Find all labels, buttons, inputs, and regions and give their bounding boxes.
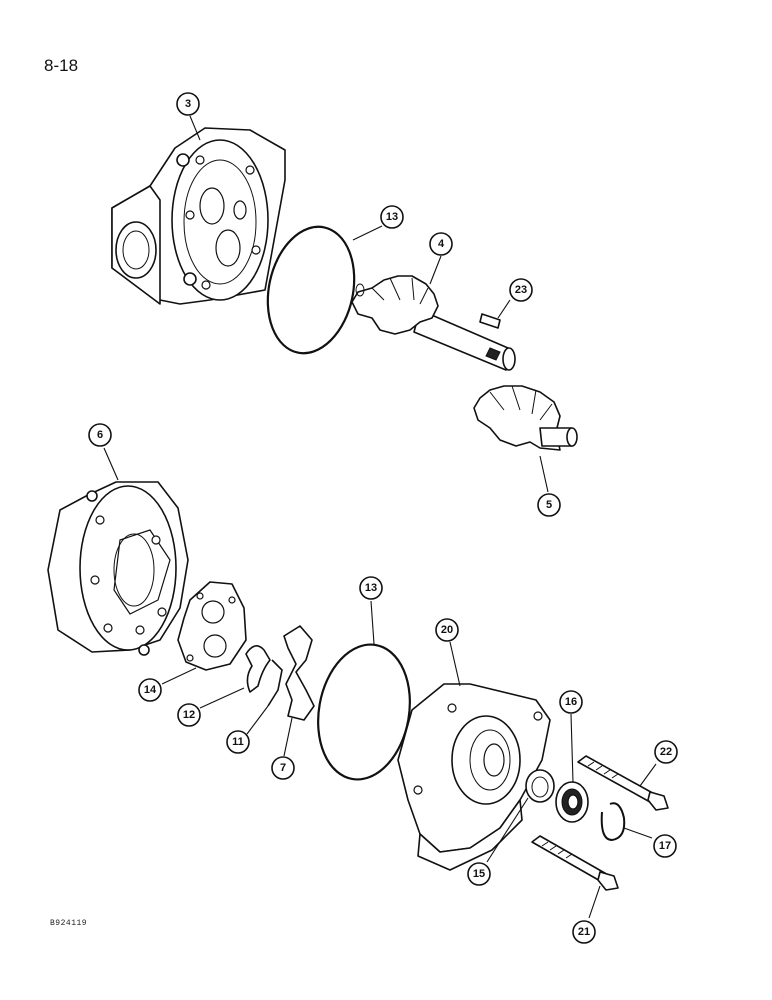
leader-lines [103,115,657,919]
callout-17: 17 [653,834,677,858]
svg-text:13: 13 [386,211,398,223]
callout-16: 16 [559,690,583,714]
o-ring-upper-part [266,225,356,355]
callout-20: 20 [435,618,459,642]
svg-text:21: 21 [578,926,590,938]
drive-gear-shaft-part [351,275,516,371]
svg-text:20: 20 [441,624,453,636]
wear-plate-part [177,581,247,671]
svg-text:22: 22 [660,746,672,758]
callout-22: 22 [654,740,678,764]
callout-23: 23 [509,278,533,302]
seal-clip-part [245,645,271,693]
callout-13-upper: 13 [380,205,404,229]
shaft-seal-part [555,781,589,823]
bolt-lower-part [531,835,619,891]
svg-text:15: 15 [473,868,485,880]
page-number: 8-18 [44,56,79,75]
svg-text:13: 13 [365,582,377,594]
washer-part [525,769,555,803]
key-part [479,313,501,329]
svg-text:23: 23 [515,284,527,296]
svg-text:3: 3 [185,98,191,110]
callout-12: 12 [177,703,201,727]
svg-text:16: 16 [565,696,577,708]
callout-15: 15 [467,862,491,886]
figure-code: B924119 [50,919,88,928]
bolt-upper-part [577,755,669,811]
svg-text:12: 12 [183,709,195,721]
o-ring-lower-part [317,643,411,781]
callout-3: 3 [176,92,200,116]
svg-text:5: 5 [546,499,552,511]
pump-cover-part [397,683,551,871]
driven-gear-part [473,385,578,451]
svg-text:14: 14 [144,684,157,696]
svg-text:17: 17 [659,840,671,852]
callout-13-lower: 13 [359,576,383,600]
retaining-ring-part [600,802,626,842]
svg-text:11: 11 [232,736,244,748]
callout-4: 4 [429,232,453,256]
callout-11: 11 [226,730,250,754]
callout-5: 5 [537,493,561,517]
seal-part [267,659,283,707]
callout-14: 14 [138,678,162,702]
callout-6: 6 [88,423,112,447]
callout-21: 21 [572,920,596,944]
callout-7: 7 [271,756,295,780]
diaphragm-seal-part [283,625,315,721]
gear-housing-part [47,481,189,656]
pump-body-part [111,127,286,305]
svg-text:7: 7 [280,762,286,774]
svg-text:6: 6 [97,429,103,441]
svg-text:4: 4 [438,238,445,250]
